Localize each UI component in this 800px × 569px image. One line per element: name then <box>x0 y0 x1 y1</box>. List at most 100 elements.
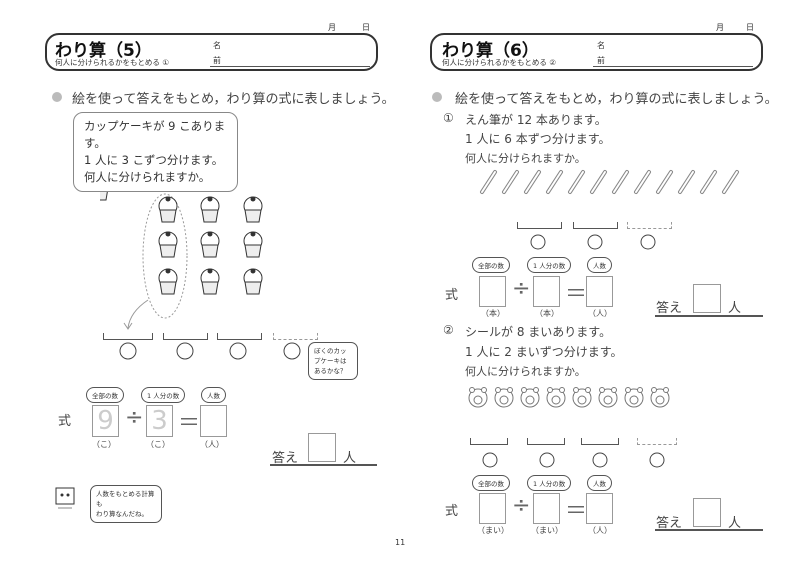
label-bubble-people: 人数 <box>587 257 612 273</box>
label-bubble-per-person: 1 人分の数 <box>527 475 572 491</box>
question-line: 1 人に 2 まいずつ分けます。 <box>465 345 623 359</box>
group-bracket <box>581 438 619 445</box>
robot-speech-bubble: 人数をもとめる計算も わり算なんだね。 <box>90 485 162 523</box>
child-face-icon <box>119 342 137 360</box>
problem-line: 何人に分けられますか。 <box>84 170 211 184</box>
unit-label: （本） <box>535 309 559 318</box>
divide-sign: ÷ <box>512 493 531 518</box>
child-face-icon <box>592 452 608 468</box>
answer-box[interactable] <box>308 433 336 462</box>
children-faces <box>530 234 656 250</box>
stickers-illustration <box>468 387 670 408</box>
label-bubble-people: 人数 <box>587 475 612 491</box>
bullet-icon <box>52 92 62 102</box>
total-box[interactable] <box>479 493 506 524</box>
label-bubble-total: 全部の数 <box>86 387 124 403</box>
child-face-icon <box>640 234 656 250</box>
label-bubble-per-person: 1 人分の数 <box>527 257 572 273</box>
name-label: 名 <box>213 41 221 50</box>
result-box[interactable] <box>586 276 613 307</box>
question-number: ② <box>443 323 454 337</box>
answer-line <box>270 464 377 466</box>
equals-sign: ＝ <box>565 282 588 307</box>
group-bracket-empty <box>627 222 672 229</box>
name-field[interactable] <box>210 66 370 67</box>
child-face-icon <box>649 452 665 468</box>
answer-unit: 人 <box>728 301 742 316</box>
question-line: えん筆が 12 本あります。 <box>465 113 607 127</box>
question-line: 何人に分けられますか。 <box>465 365 586 378</box>
page-title: わり算（5） <box>55 41 152 61</box>
question-line: シールが 8 まいあります。 <box>465 325 612 339</box>
instruction-text: 絵を使って答えをもとめ，わり算の式に表しましょう。 <box>72 92 395 107</box>
answer-line <box>655 315 763 317</box>
name-field[interactable] <box>593 66 753 67</box>
page-subtitle: 何人に分けられるかをもとめる ② <box>442 58 556 67</box>
name-label: 前 <box>213 56 221 65</box>
formula-label: 式 <box>445 504 459 519</box>
bullet-icon <box>432 92 442 102</box>
result-box[interactable] <box>586 493 613 524</box>
per-person-box[interactable]: 3 <box>146 405 173 437</box>
cupcakes-illustration <box>100 188 263 330</box>
robot-icon <box>55 487 75 509</box>
child-face-icon <box>482 452 498 468</box>
unit-label: （こ） <box>146 440 170 449</box>
worksheet-header <box>45 33 378 71</box>
answer-unit: 人 <box>343 451 357 466</box>
problem-box: カップケーキが 9 こあります。 1 人に 3 こずつ分けます。 何人に分けられ… <box>73 112 238 192</box>
per-person-box[interactable] <box>533 276 560 307</box>
child-face-icon <box>539 452 555 468</box>
child-speech-bubble: ぼくのカップケーキは あるかな？ <box>308 342 358 380</box>
total-box[interactable]: 9 <box>92 405 119 437</box>
total-box[interactable] <box>479 276 506 307</box>
formula-label: 式 <box>58 414 72 429</box>
unit-label: （人） <box>588 526 612 535</box>
answer-box[interactable] <box>693 498 721 527</box>
unit-label: （人） <box>200 440 224 449</box>
per-person-box[interactable] <box>533 493 560 524</box>
day-label: 日 <box>746 23 754 32</box>
instruction-text: 絵を使って答えをもとめ，わり算の式に表しましょう。 <box>455 92 778 107</box>
month-label: 月 <box>328 23 336 32</box>
bubble-line: ぼくのカップケーキは <box>314 347 347 365</box>
page-title: わり算（6） <box>442 41 539 61</box>
equals-sign: ＝ <box>178 411 201 436</box>
bubble-line: 人数をもとめる計算も <box>96 490 155 508</box>
answer-box[interactable] <box>693 284 721 313</box>
month-label: 月 <box>716 23 724 32</box>
result-box[interactable] <box>200 405 227 437</box>
unit-label: （人） <box>588 309 612 318</box>
unit-label: （本） <box>481 309 505 318</box>
children-faces <box>119 342 301 360</box>
page-number: 11 <box>395 538 406 547</box>
answer-unit: 人 <box>728 516 742 531</box>
unit-label: （まい） <box>477 526 509 535</box>
answer-line <box>655 529 763 531</box>
bear-sticker-icon <box>468 387 488 408</box>
divide-sign: ÷ <box>512 276 531 301</box>
group-bracket-empty <box>273 333 318 340</box>
label-bubble-total: 全部の数 <box>472 475 510 491</box>
label-bubble-per-person: 1 人分の数 <box>141 387 186 403</box>
child-face-icon <box>176 342 194 360</box>
question-number: ① <box>443 111 454 125</box>
bubble-line: わり算なんだね。 <box>96 510 148 518</box>
group-bracket <box>470 438 508 445</box>
group-bracket <box>527 438 565 445</box>
child-face-icon <box>283 342 301 360</box>
page-subtitle: 何人に分けられるかをもとめる ① <box>55 58 169 67</box>
answer-label: 答え <box>272 451 299 466</box>
unit-label: （まい） <box>531 526 563 535</box>
problem-line: カップケーキが 9 こあります。 <box>84 119 226 150</box>
label-bubble-total: 全部の数 <box>472 257 510 273</box>
child-face-icon <box>229 342 247 360</box>
question-line: 1 人に 6 本ずつ分けます。 <box>465 132 611 146</box>
divide-sign: ÷ <box>125 405 144 430</box>
equals-sign: ＝ <box>565 499 588 524</box>
group-bracket <box>103 333 153 340</box>
answer-label: 答え <box>656 301 683 316</box>
label-bubble-people: 人数 <box>201 387 226 403</box>
bubble-line: あるかな？ <box>314 367 347 375</box>
day-label: 日 <box>362 23 370 32</box>
